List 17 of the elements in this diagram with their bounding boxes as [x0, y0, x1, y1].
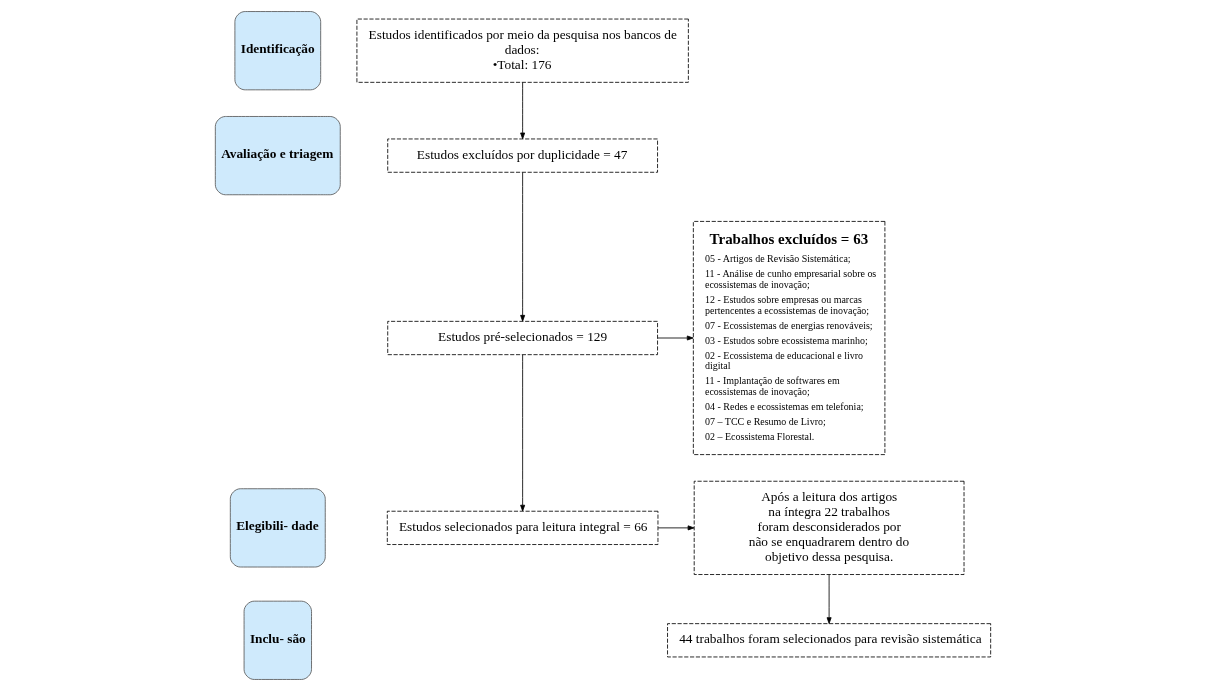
- node-box: Identificação: [234, 11, 321, 91]
- arrow: [826, 574, 832, 624]
- arrow: [519, 172, 525, 322]
- arrow: [657, 525, 694, 531]
- node-box: Estudos pré-selecionados = 129: [386, 320, 658, 356]
- arrow: [656, 335, 694, 341]
- arrow: [519, 82, 525, 140]
- node-box: Trabalhos excluídos = 63 05 - Artigos de Revisão Sistemática; 11 - Análise de cunho empresarial sobre os ecossistemas de inovação; 12 - Estudos sobre empresas ou marcas pertencentes a ecossistemas de inovação; 07 - Ecossistemas de energias renováveis; 03 - Estudos sobre ecossistema marinho; 02 - Ecossistema de educacional e livro digital 11 - Implantação de softwares em ecossistemas de inovação; 04 - Redes e ecossistemas em telefonia; 07 – TCC e Resumo de Livro; 02 – Ecossistema Florestal.: [692, 221, 885, 455]
- node-box: Estudos selecionados para leitura integral = 66: [386, 510, 658, 545]
- node-box: 44 trabalhos foram selecionados para revisão sistemática: [666, 623, 991, 658]
- node-box: Avaliação e triagem: [214, 116, 341, 196]
- node-box: Inclu- são: [243, 600, 312, 680]
- node-box: Após a leitura dos artigos na íntegra 22 trabalhos foram desconsiderados por não se enquadrarem dentro do objetivo dessa pesquisa.: [693, 480, 964, 575]
- node-box: Estudos identificados por meio da pesquisa nos bancos de dados: •Total: 176: [356, 18, 689, 83]
- node-box: Estudos excluídos por duplicidade = 47: [386, 138, 658, 173]
- node-box: Elegibili- dade: [229, 488, 326, 568]
- arrow: [519, 354, 525, 512]
